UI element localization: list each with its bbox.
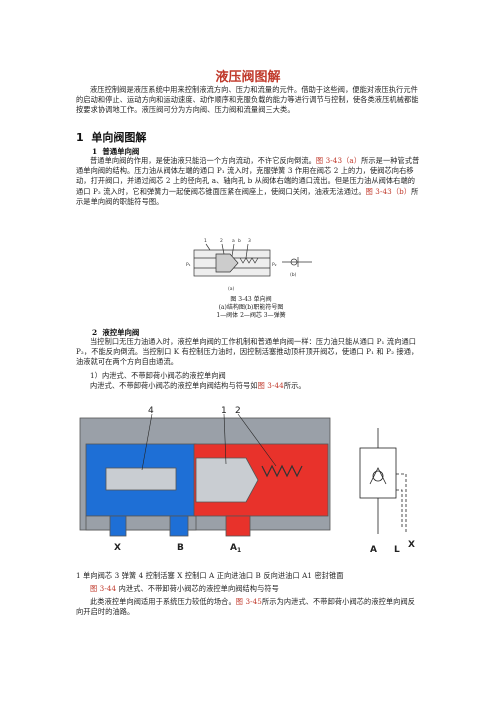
fig-label: 4 <box>148 406 154 416</box>
section-number: 1 <box>76 131 84 144</box>
fig-label: X <box>408 540 415 550</box>
fig-label: 2 <box>220 238 223 244</box>
fig-label: 1 <box>221 406 227 416</box>
figure-caption: 图 3-44 内泄式、不带卸荷小阀芯的液控单向阀结构与符号 <box>90 584 420 594</box>
check-valve-symbol <box>282 257 312 267</box>
figure-ref-link[interactable]: 图 3-43（b） <box>365 186 412 196</box>
valve-cutaway <box>79 417 331 537</box>
figure-ref-link[interactable]: 图 3-43（a） <box>315 156 362 165</box>
figure-legend: 1 单向阀芯 3 弹簧 4 控制活塞 X 控制口 A 正向进油口 B 反向进油口… <box>76 571 344 580</box>
pilot-check-paragraph: 当控制口无压力油通入时，液控单向阀的工作机制和普通单向阀一样：压力油只能从通口 … <box>76 337 419 367</box>
fig-label: X <box>114 543 121 553</box>
fig-label: B <box>177 543 184 553</box>
application-paragraph: 此类液控单向阀适用于系统压力较低的场合。图 3-45所示为内泄式、不带卸荷小阀芯… <box>76 597 420 617</box>
fig-label: b <box>238 238 241 244</box>
text-run: 所示是单向阀的职能符号图。 <box>76 186 419 206</box>
fig-label: A <box>370 545 377 555</box>
text-run: 普通单向阀的作用，是使油液只能沿一个方向流动，不许它反向倒流。 <box>90 156 316 165</box>
fig-label: P₂ <box>272 262 277 268</box>
figure-caption: 图 3-43 单向阀 <box>230 296 272 303</box>
check-valve-paragraph: 普通单向阀的作用，是使油液只能沿一个方向流动，不许它反向倒流。图 3-43（a）… <box>76 156 420 207</box>
subsection-number: 2 <box>92 328 98 337</box>
fig-label: A1 <box>230 543 241 554</box>
fig-label: P₁ <box>186 262 191 268</box>
check-valve-figure: 1 2 a b 3 P₁ P₂ (a) (b) <box>186 238 312 292</box>
page-title: 液压阀图解 <box>215 70 281 85</box>
text-run: 所示为内泄式、不带卸荷小阀芯的液控单向阀反向开启时的油路。 <box>76 597 416 617</box>
fig-label: 3 <box>248 238 251 244</box>
subsection-title: 液控单向阀 <box>102 328 140 337</box>
figure-parts-caption: 1—阀体 2—阀芯 3—弹簧 <box>216 312 286 319</box>
subsection-heading: 1 普通单向阀 <box>92 146 139 157</box>
text-run: 所示。 <box>283 381 306 390</box>
list-item-heading: 1）内泄式、不带卸荷小阀芯的液控单向阀 <box>90 371 226 380</box>
subsection-title: 普通单向阀 <box>102 147 140 156</box>
leader-lines <box>141 413 277 471</box>
text-run: 所示是一种管式普通单向阀的结构。压力油从阀体左端的通口 P₁ 流入时，克服弹簧 … <box>76 156 420 196</box>
fig-label: a <box>232 239 235 244</box>
section-title: 单向阀图解 <box>91 131 147 144</box>
pilot-check-figure: 4 1 2 X B A1 A L X <box>79 406 415 555</box>
intro-paragraph: 液压控制阀是液压系统中用来控制液流方向、压力和流量的元件。借助于这些阀，便能对液… <box>76 85 419 115</box>
fig-label: L <box>394 545 400 555</box>
text-run: 此类液控单向阀适用于系统压力较低的场合。 <box>90 597 236 606</box>
figure-ref-link[interactable]: 图 3-44 <box>90 584 117 593</box>
subsection-number: 1 <box>92 147 98 156</box>
section-heading: 1 单向阀图解 <box>76 129 146 145</box>
text-run: 内泄式、不带卸荷小阀芯的液控单向阀结构与符号如 <box>90 381 258 390</box>
pilot-check-symbol <box>359 428 407 534</box>
subsection-heading: 2 液控单向阀 <box>92 327 139 338</box>
fig-label: 1 <box>204 238 207 244</box>
text-run: 内泄式、不带卸荷小阀芯的液控单向阀结构与符号 <box>118 584 279 593</box>
figure-ref-link[interactable]: 图 3-45 <box>235 597 262 606</box>
figure-ref-link[interactable]: 图 3-44 <box>257 381 284 390</box>
fig-label: (a) <box>228 286 235 292</box>
figure-subcaption: (a)结构图(b)职能符号图 <box>218 304 284 311</box>
fig-label: (b) <box>290 272 297 278</box>
structure-paragraph: 内泄式、不带卸荷小阀芯的液控单向阀结构与符号如图 3-44所示。 <box>90 381 420 391</box>
fig-label: 2 <box>235 406 241 416</box>
